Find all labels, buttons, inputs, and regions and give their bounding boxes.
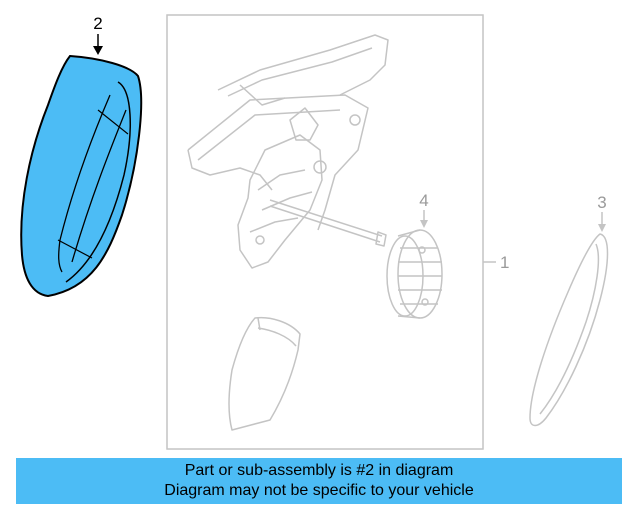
banner-line-2: Diagram may not be specific to your vehi… [164, 482, 474, 499]
part-2-cover-inner-line-2 [71, 109, 127, 263]
callout-3-label: 3 [597, 193, 606, 212]
part-2-cover-shell [20, 54, 143, 298]
turn-signal-lens [228, 316, 301, 431]
banner-line-1: Part or sub-assembly is #2 in diagram [184, 462, 454, 479]
part-3-mirror-glass[interactable] [529, 233, 609, 427]
part-2-cover-bridge [57, 109, 129, 259]
part-4-motor[interactable] [386, 229, 443, 319]
mirror-base-bracket [187, 34, 389, 269]
callout-4-arrowhead [420, 220, 428, 228]
part-2-cover-rim [65, 81, 131, 283]
callout-1-label: 1 [500, 253, 509, 272]
callout-2-arrowhead [93, 46, 103, 55]
callout-3-arrowhead [598, 224, 606, 232]
parts-diagram: 2 1 [20, 14, 609, 450]
assembly-box [166, 14, 484, 450]
callout-2-label: 2 [93, 14, 102, 33]
part-2-mirror-cover[interactable] [20, 54, 143, 298]
part-2-cover-inner-line [58, 94, 111, 273]
info-banner: Part or sub-assembly is #2 in diagram Di… [16, 458, 622, 504]
callout-4-label: 4 [419, 191, 428, 210]
